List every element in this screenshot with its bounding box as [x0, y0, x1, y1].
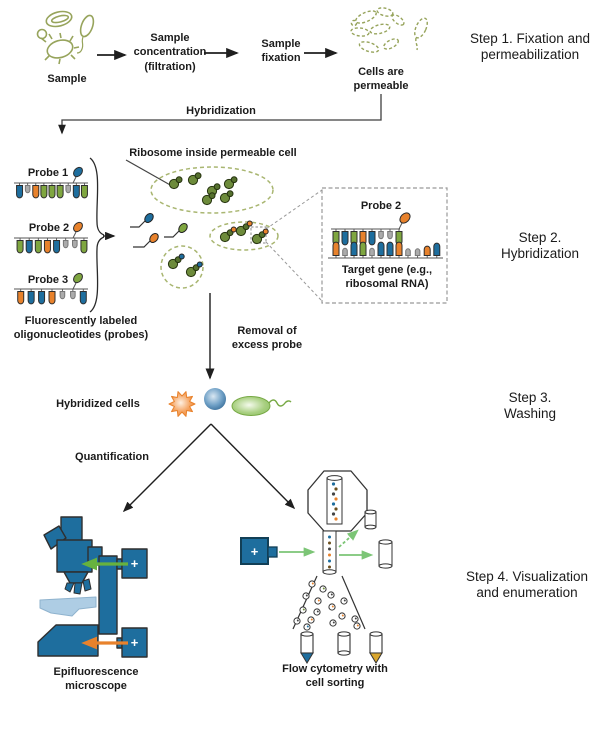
removal-label: Removal of excess probe: [231, 325, 303, 352]
probe3-label: Probe 3: [27, 274, 69, 286]
droplet-stream-right: [341, 575, 366, 630]
hybridization-label: Hybridization: [186, 105, 256, 117]
ribosome-label: Ribosome inside permeable cell: [129, 147, 297, 159]
laser-box: [240, 537, 269, 565]
sort-tube-middle: [337, 633, 351, 654]
step2-label: Step 2. Hybridization: [500, 230, 580, 261]
inset-probe2-label: Probe 2: [360, 200, 402, 212]
ribosome-pointer-line: [125, 159, 173, 187]
sort-tube-right: [369, 633, 383, 654]
oligonucleotides-caption: Fluorescently labeled oligonucleotides (…: [13, 315, 149, 342]
inset-art: [328, 212, 443, 259]
cytometry-label: Flow cytometry with cell sorting: [282, 663, 388, 690]
flow-cytometer-icon: [240, 470, 393, 664]
permeable-cell-outline-large: [150, 166, 274, 214]
sample-label: Sample: [47, 73, 87, 85]
microscope-stage: [39, 596, 97, 617]
stained-cell-orange: [168, 391, 196, 417]
cytometer-cells: [293, 482, 361, 631]
free-probe-icons: [130, 213, 188, 248]
collection-vial-lower: [378, 541, 393, 567]
light-source-top: [121, 548, 148, 579]
sorted-signal-arrow-dashed: [338, 529, 359, 548]
probe-art-3: [14, 272, 88, 305]
plus-icon: +: [251, 544, 259, 559]
plus-icon: +: [131, 556, 139, 571]
sort-tube-left: [300, 633, 314, 654]
ribosome-icons: [167, 172, 269, 278]
cells-permeable-label: Cells are permeable: [353, 66, 409, 93]
sample-concentration-label: Sample concentration (filtration): [133, 32, 207, 73]
target-gene-label: Target gene (e.g., ribosomal RNA): [341, 264, 433, 291]
stained-cell-green: [231, 396, 271, 416]
probes-brace: [89, 157, 105, 313]
arrow-to-cytometer: [210, 423, 296, 510]
hybridized-cells-icon: [168, 388, 292, 417]
step1-label: Step 1. Fixation and permeabilization: [469, 31, 591, 62]
permeable-cell-outline-mid: [209, 221, 279, 251]
flagellum: [268, 399, 292, 407]
sample-bacteria-icon: [36, 10, 95, 65]
permeable-cell-outline-small: [160, 245, 204, 289]
hybridization-connector-arrow: [58, 94, 382, 135]
microscope-label: Epifluorescence microscope: [53, 666, 139, 693]
sample-fixation-label: Sample fixation: [261, 38, 301, 65]
permeable-cells-icon: [350, 7, 428, 53]
probe-art-2: [14, 221, 88, 254]
plus-icon: +: [131, 635, 139, 650]
step3-label: Step 3. Washing: [503, 390, 557, 421]
zoom-line-bottom: [265, 241, 323, 302]
probe2-label: Probe 2: [28, 222, 70, 234]
stained-cell-blue: [204, 388, 226, 410]
quantification-label: Quantification: [75, 451, 149, 463]
probe1-label: Probe 1: [27, 167, 69, 179]
hybridized-cells-label: Hybridized cells: [56, 398, 140, 410]
zoom-line-top: [265, 189, 323, 230]
step4-label: Step 4. Visualization and enumeration: [465, 569, 589, 600]
probe-art-1: [14, 166, 88, 199]
arrow-to-microscope: [122, 423, 212, 513]
